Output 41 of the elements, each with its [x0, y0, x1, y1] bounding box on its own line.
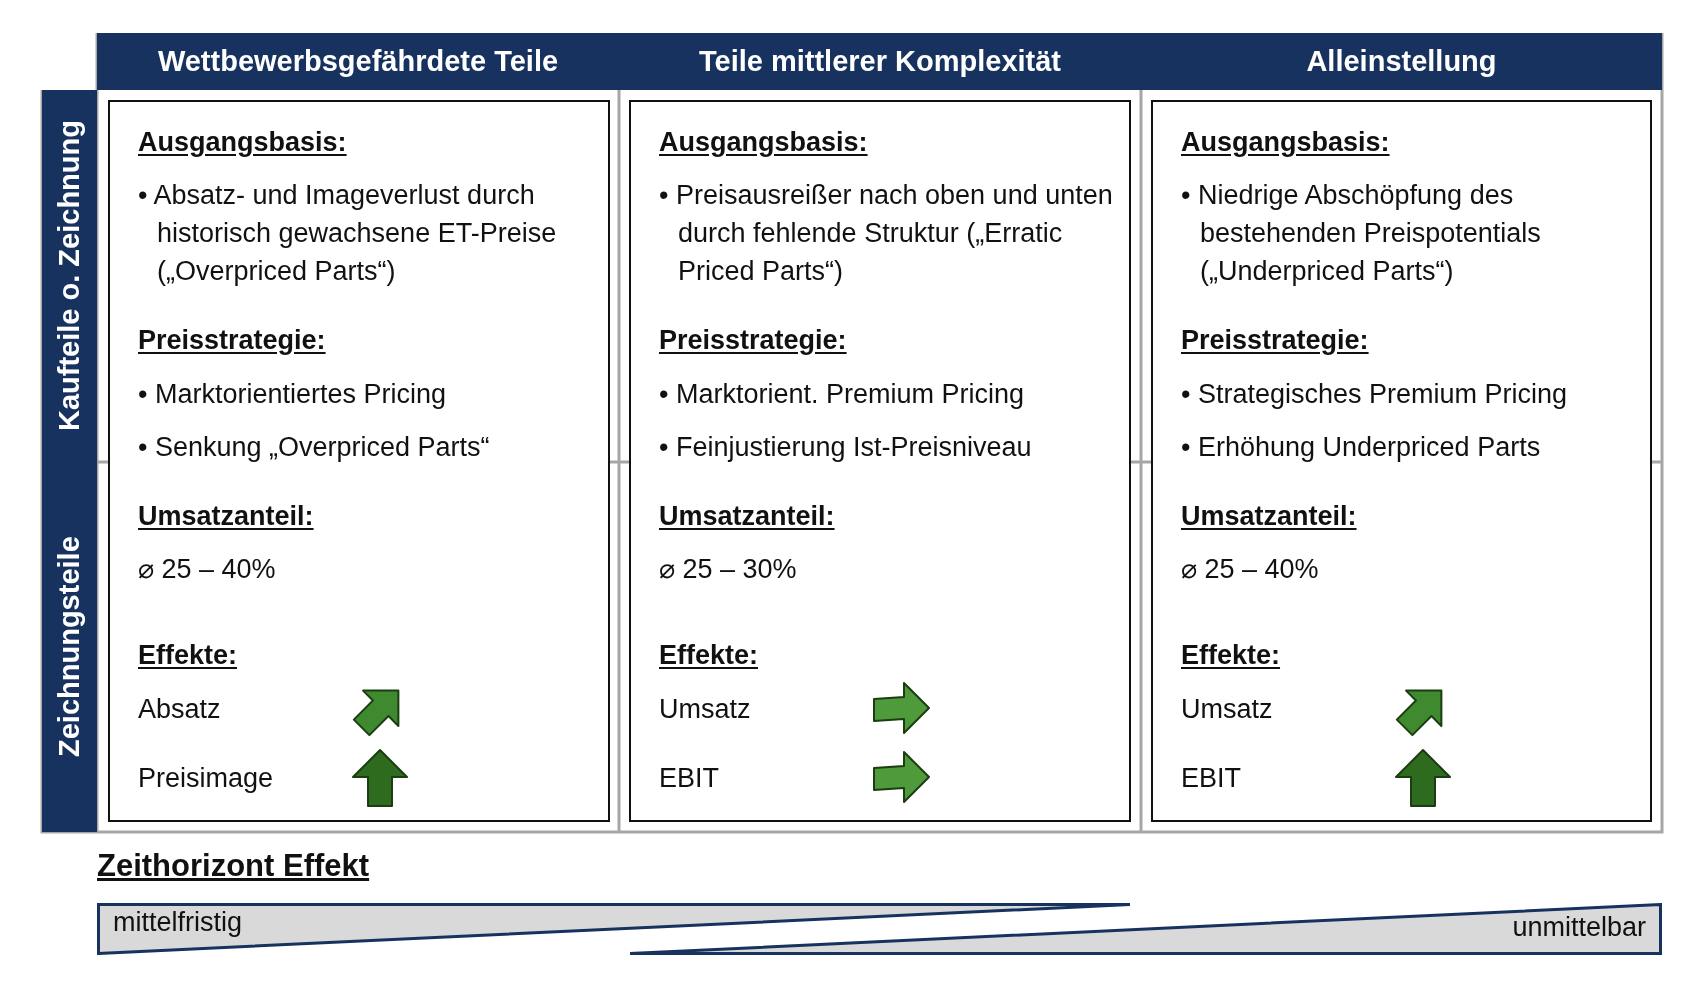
section-heading: Umsatzanteil:	[1181, 500, 1358, 533]
section-heading: Umsatzanteil:	[659, 500, 836, 533]
bar-label: unmittelbar	[1512, 912, 1646, 943]
content-card	[629, 100, 1131, 822]
effect-label: Umsatz	[659, 693, 751, 726]
effect-label: Absatz	[138, 693, 221, 726]
bullet-text: • Marktorientiertes Pricing	[138, 378, 448, 411]
content-card	[108, 100, 610, 822]
effect-label: Umsatz	[1181, 693, 1273, 726]
row-header: Kaufteile o. Zeichnung	[42, 90, 97, 462]
section-heading: Preisstrategie:	[138, 324, 327, 357]
bullet-text: • Feinjustierung Ist-Preisniveau	[659, 431, 1033, 464]
bullet-text: • Absatz- und Imageverlust durch historisch gewachsene ET-Preise („Overpriced Parts“)	[138, 179, 558, 288]
bullet-text: • Marktorient. Premium Pricing	[659, 378, 1026, 411]
bar-label: mittelfristig	[113, 907, 242, 938]
section-heading: Effekte:	[138, 639, 239, 672]
section-heading: Preisstrategie:	[1181, 324, 1370, 357]
bullet-text: • Senkung „Overpriced Parts“	[138, 431, 491, 464]
content-card	[1151, 100, 1652, 822]
section-heading: Ausgangsbasis:	[138, 126, 348, 159]
section-heading: Ausgangsbasis:	[1181, 126, 1391, 159]
section-title: Zeithorizont Effekt	[97, 848, 370, 884]
value-text: ⌀ 25 – 40%	[1181, 553, 1320, 586]
column-header: Teile mittlerer Komplexität	[619, 33, 1141, 90]
value-text: ⌀ 25 – 40%	[138, 553, 277, 586]
effect-label: Preisimage	[138, 762, 274, 795]
row-header: Zeichnungsteile	[42, 462, 97, 832]
column-header: Wettbewerbsgefährdete Teile	[97, 33, 619, 90]
bullet-text: • Preisausreißer nach oben und unten durch fehlende Struktur („Erratic Priced Parts“)	[659, 179, 1114, 288]
bullet-text: • Erhöhung Underpriced Parts	[1181, 431, 1542, 464]
value-text: ⌀ 25 – 30%	[659, 553, 798, 586]
section-heading: Umsatzanteil:	[138, 500, 315, 533]
section-heading: Effekte:	[1181, 639, 1282, 672]
section-heading: Preisstrategie:	[659, 324, 848, 357]
column-header: Alleinstellung	[1141, 33, 1662, 90]
section-heading: Effekte:	[659, 639, 760, 672]
section-heading: Ausgangsbasis:	[659, 126, 869, 159]
effect-label: EBIT	[659, 762, 719, 795]
effect-label: EBIT	[1181, 762, 1241, 795]
bullet-text: • Niedrige Abschöpfung des bestehenden Preispotentials („Underpriced Parts“)	[1181, 179, 1542, 288]
bullet-text: • Strategisches Premium Pricing	[1181, 378, 1569, 411]
